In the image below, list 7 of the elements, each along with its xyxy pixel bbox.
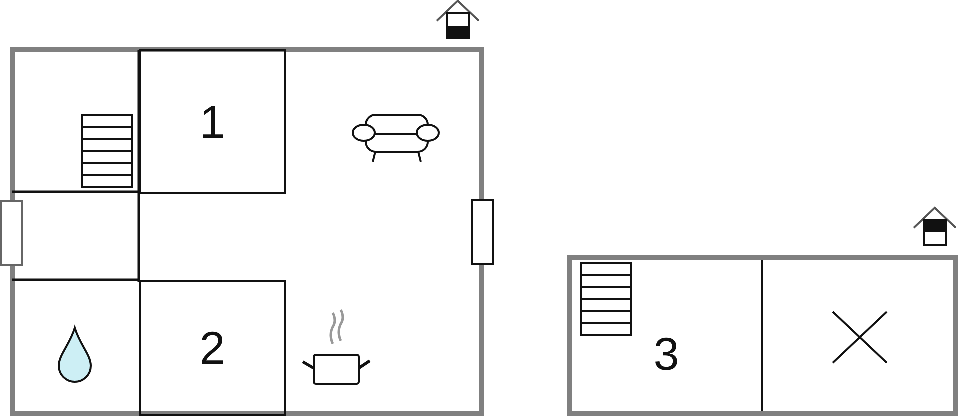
room [139,49,286,194]
room-number: 2 [200,325,226,371]
building-outline [10,47,484,416]
room-number: 3 [654,330,680,376]
room [139,280,286,416]
building-outline [567,255,958,416]
room-number: 1 [200,98,226,144]
